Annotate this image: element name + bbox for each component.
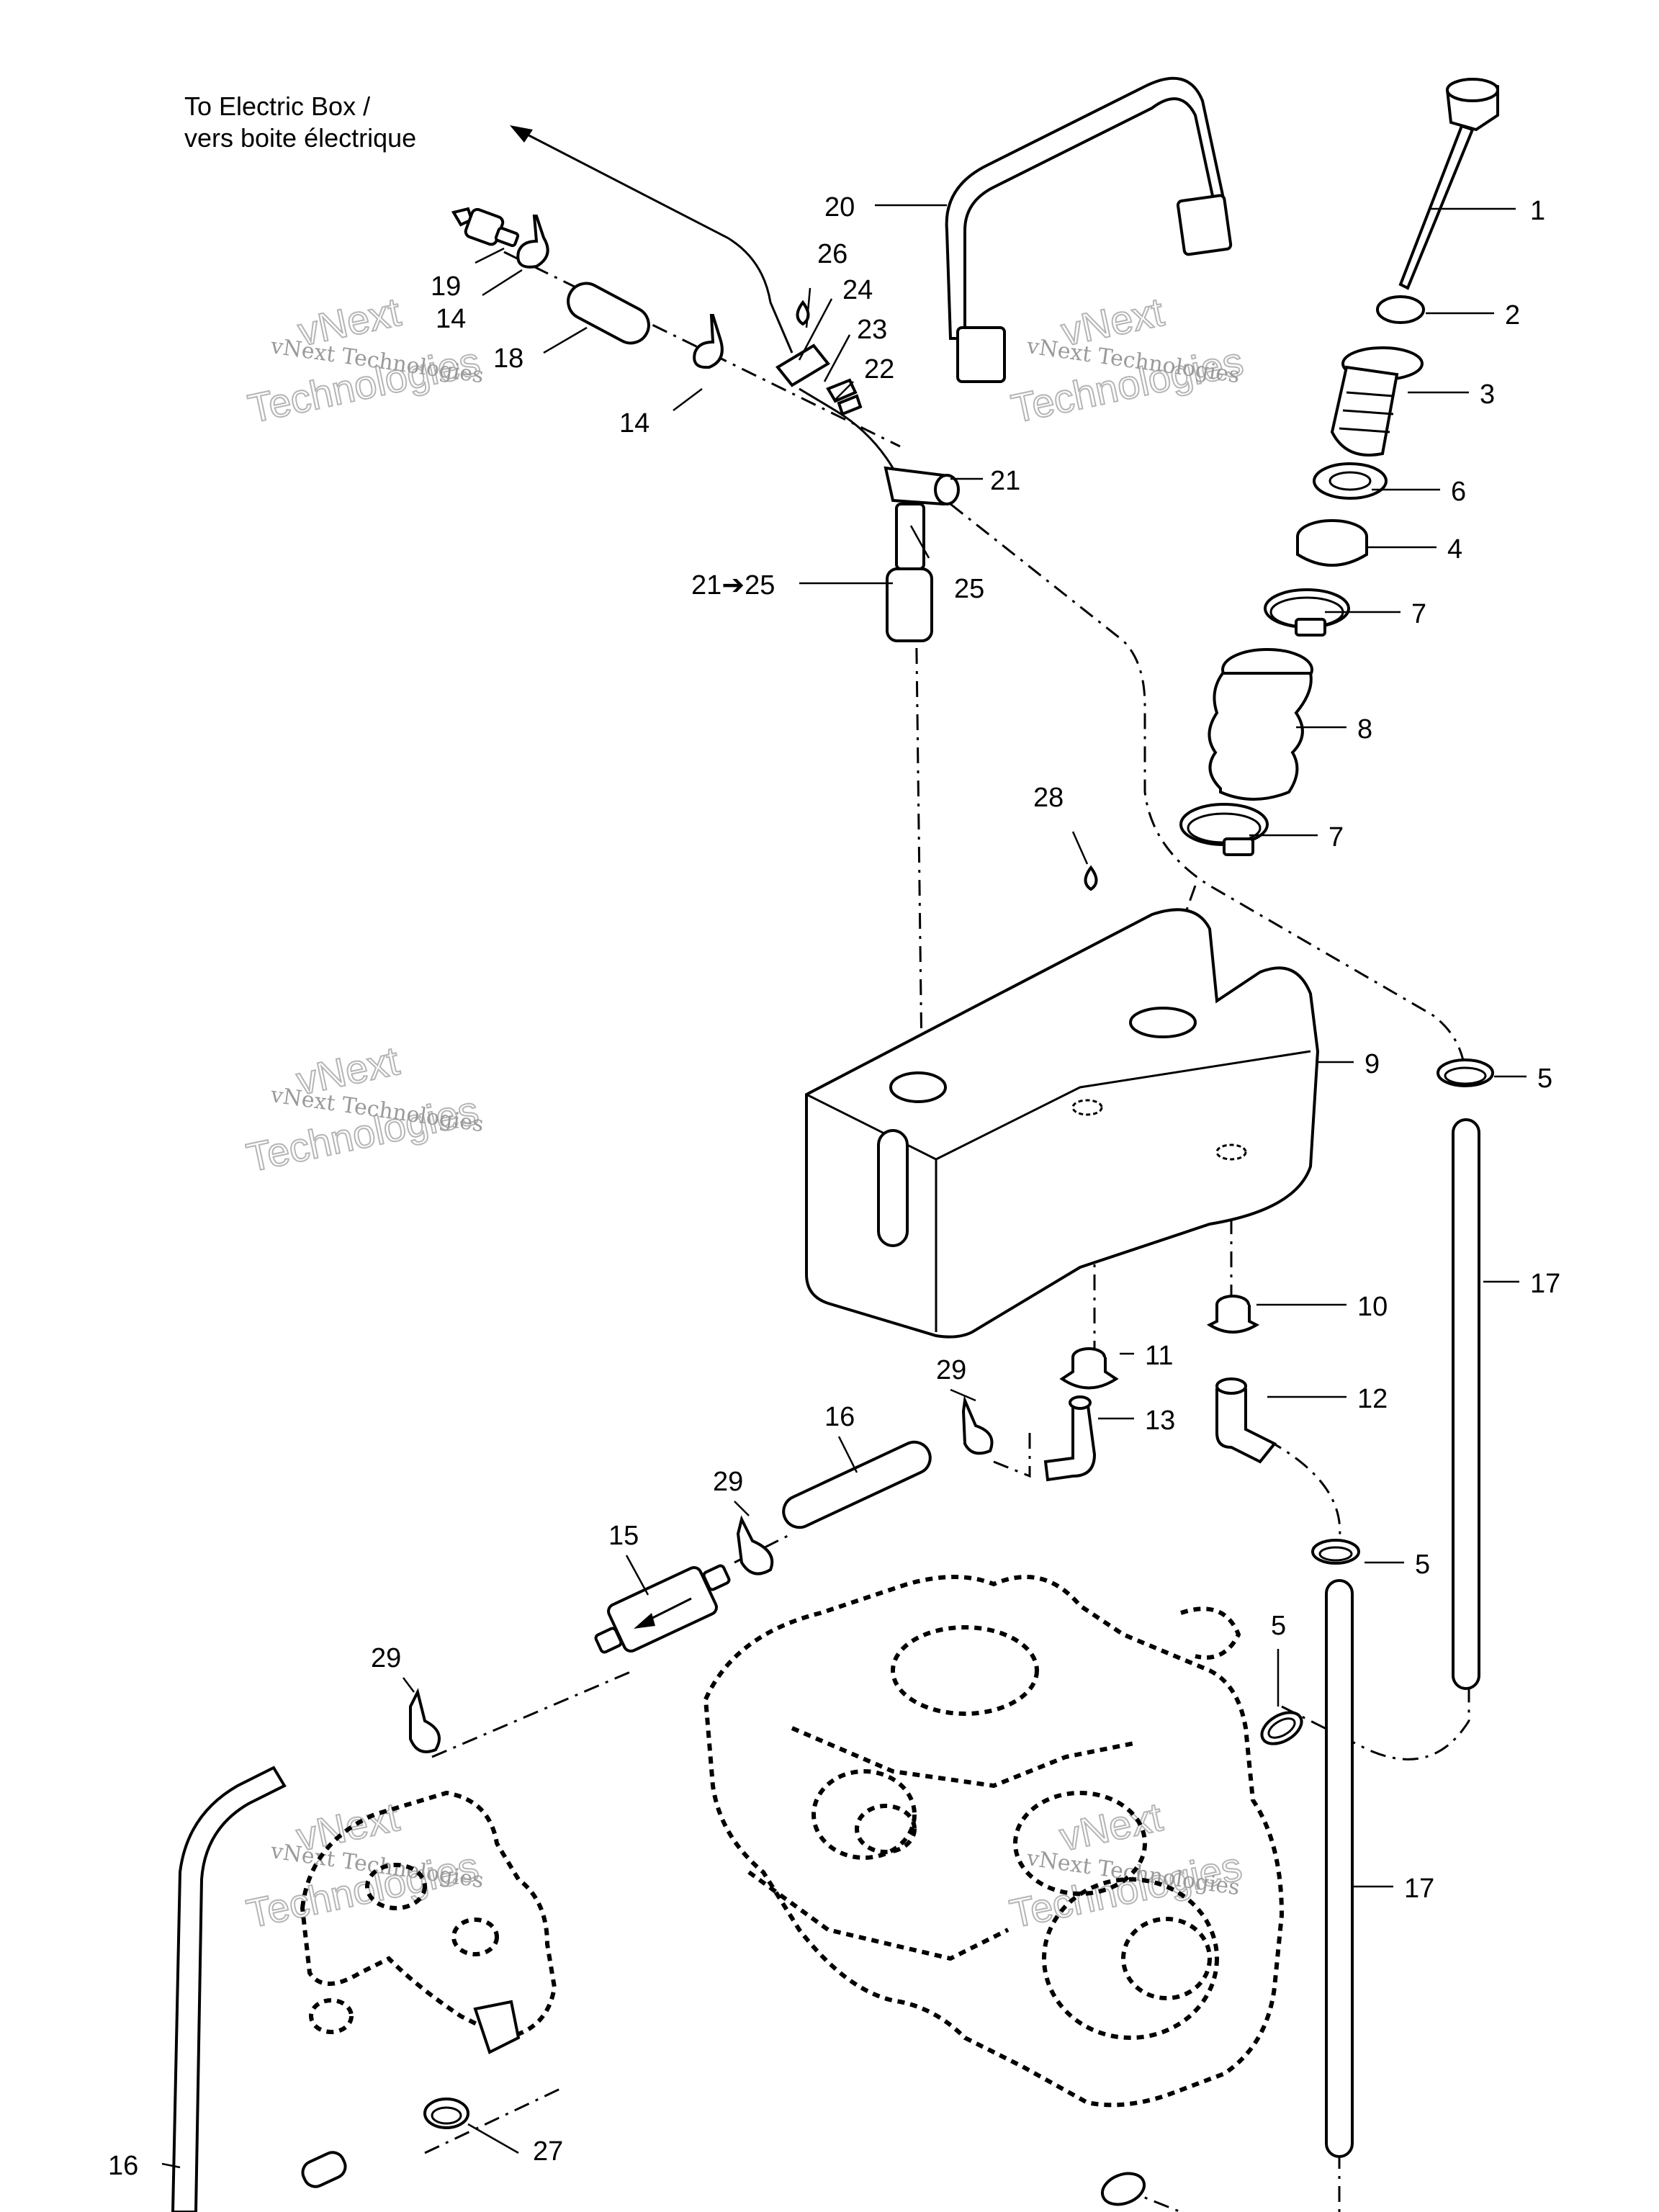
fuel-sender-axis [913, 482, 923, 1059]
callout-13: 13 [1145, 1406, 1175, 1436]
callout-29-middle: 29 [713, 1467, 743, 1497]
callout-17-right: 17 [1530, 1269, 1560, 1299]
clamp-5-middle [1311, 1539, 1360, 1565]
hose-17-middle [1325, 1579, 1354, 2158]
return-line-path [1281, 1685, 1470, 1761]
clamp-29-middle [736, 1515, 774, 1575]
callout-4: 4 [1447, 534, 1462, 565]
callout-24: 24 [842, 275, 873, 305]
arrow-head-icon [510, 125, 533, 143]
callout-22: 22 [864, 354, 894, 385]
elbow-fitting-13 [1043, 1395, 1097, 1482]
bellows-hose-8 [1208, 648, 1313, 801]
callout-5-middle: 5 [1415, 1550, 1430, 1580]
callout-26: 26 [817, 239, 848, 269]
check-valve-19 [451, 207, 520, 248]
callout-29-left: 29 [371, 1643, 401, 1673]
callout-5-upper: 5 [1537, 1064, 1552, 1094]
callout-17-middle: 17 [1404, 1874, 1434, 1904]
callout-11: 11 [1145, 1341, 1173, 1371]
callout-19: 19 [431, 271, 461, 302]
callout-23: 23 [857, 315, 887, 345]
electric-box-note: To Electric Box / vers boite électrique [184, 91, 793, 354]
fuel-tank-9 [805, 908, 1320, 1339]
clamp-27-line [424, 2087, 562, 2154]
callout-27: 27 [533, 2136, 563, 2167]
callout-1: 1 [1530, 196, 1545, 226]
fitting-10 [1206, 1295, 1260, 1334]
clamp-29-top [961, 1395, 994, 1455]
gasket-6 [1313, 462, 1388, 500]
callout-12: 12 [1357, 1384, 1388, 1414]
clamp-5-upper [1437, 1058, 1494, 1087]
electric-box-wire [514, 127, 793, 354]
fuel-cap-1 [1398, 77, 1499, 290]
hose-18-axis [503, 251, 901, 448]
filter-to-clamp-line [431, 1669, 634, 1758]
callout-3: 3 [1480, 379, 1495, 410]
clamp-27 [423, 2098, 469, 2129]
header-line-1: To Electric Box / [184, 91, 370, 121]
callout-16-lower: 16 [108, 2151, 138, 2181]
callout-16-upper: 16 [824, 1402, 855, 1432]
callout-15: 15 [608, 1521, 639, 1551]
nut-4 [1296, 519, 1368, 567]
hose-16-lower [171, 1766, 287, 2212]
o-ring-2 [1376, 295, 1425, 324]
clamp-14-upper [516, 215, 549, 269]
fitting-12-line [1267, 1439, 1341, 1542]
elbow-fitting-12 [1215, 1377, 1277, 1464]
callout-6: 6 [1451, 477, 1466, 507]
clamp-29-left [409, 1688, 441, 1753]
callouts: 1 2 3 6 4 7 8 7 9 5 17 10 11 12 13 5 5 1… [108, 192, 1560, 2181]
clamp-5-lower [1260, 1711, 1303, 1745]
clamp-7-upper [1264, 588, 1350, 637]
hose-17-right [1452, 1118, 1480, 1690]
callout-18: 18 [493, 343, 523, 374]
callout-20: 20 [824, 192, 855, 222]
callout-8: 8 [1357, 714, 1372, 745]
fitting-11 [1059, 1347, 1119, 1390]
engine-reference [703, 1575, 1285, 2108]
strap-buckle-left [956, 326, 1006, 383]
strap-buckle-right [1176, 194, 1233, 256]
callout-14-upper: 14 [436, 304, 466, 334]
strap-20 [945, 76, 1226, 340]
callout-28: 28 [1033, 783, 1064, 813]
clamp-14-lower [693, 314, 724, 369]
leader-lines [161, 204, 1527, 2169]
header-line-2: vers boite électrique [184, 123, 416, 153]
fitting-13-line [993, 1433, 1031, 1478]
svg-text:vNext: vNext [1056, 1794, 1166, 1859]
hose-16-end [301, 2151, 347, 2188]
callout-21: 21 [990, 466, 1020, 496]
callout-2: 2 [1505, 300, 1520, 331]
fuel-filter-15 [594, 1564, 731, 1654]
fuel-pump-reference [300, 1790, 557, 2054]
callout-9: 9 [1364, 1049, 1380, 1079]
callout-25: 25 [954, 574, 984, 604]
callout-7-upper: 7 [1411, 599, 1426, 629]
clamp-7-lower [1179, 803, 1269, 856]
filler-neck-3 [1330, 346, 1424, 457]
hose-18 [567, 282, 650, 345]
callout-29-top: 29 [936, 1355, 966, 1385]
hose-16-upper [782, 1440, 932, 1529]
callout-7-lower: 7 [1328, 822, 1344, 853]
clamp-5-bottom [1100, 2172, 1146, 2206]
callout-14-lower: 14 [619, 408, 649, 439]
callout-10: 10 [1357, 1292, 1388, 1322]
callout-21-to-25: 21➔25 [691, 570, 775, 601]
callout-5-lower: 5 [1271, 1611, 1286, 1641]
